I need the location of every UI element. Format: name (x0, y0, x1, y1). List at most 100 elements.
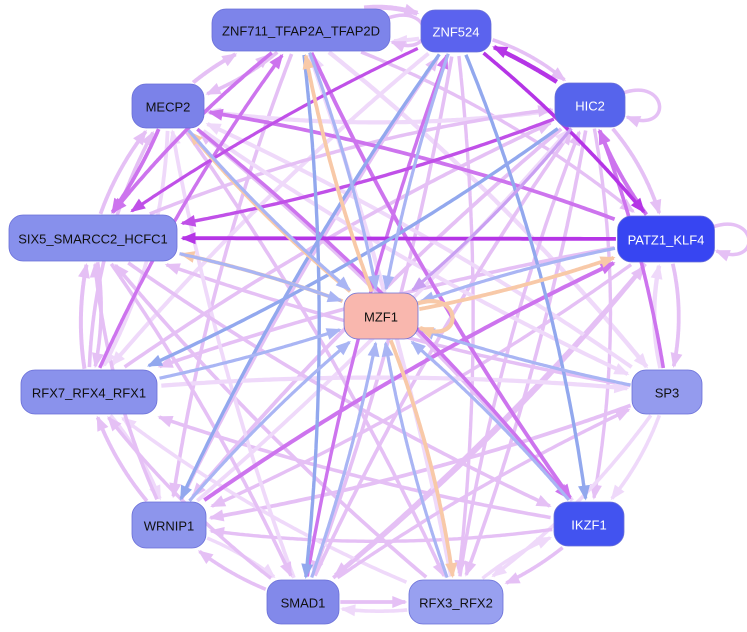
edge-IKZF1-to-RFX7_RFX4_RFX1 (157, 415, 551, 520)
edge-WRNIP1-to-MZF1 (188, 340, 351, 502)
node-box-IKZF1 (553, 501, 625, 547)
edge-RFX3_RFX2-to-SIX5_SMARCC2_HCFC1 (114, 263, 428, 579)
edge-PATZ1_KLF4-to-MECP2 (207, 108, 616, 221)
edge-ZNF711_TFAP2A_TFAP2D-to-MZF1 (308, 52, 380, 291)
node-label-RFX7_RFX4_RFX1: RFX7_RFX4_RFX1 (32, 386, 146, 401)
edge-SIX5_SMARCC2_HCFC1-to-SMAD1 (109, 262, 293, 578)
edge-ZNF524-to-WRNIP1 (179, 53, 441, 501)
node-label-ZNF711_TFAP2A_TFAP2D: ZNF711_TFAP2A_TFAP2D (222, 24, 380, 39)
edge-WRNIP1-to-ZNF524 (179, 55, 440, 500)
edge-HIC2-to-MZF1 (411, 127, 573, 292)
edge-SMAD1-to-MECP2 (168, 129, 296, 579)
edge-MZF1-to-ZNF711_TFAP2A_TFAP2D (302, 53, 374, 293)
edge-ZNF711_TFAP2A_TFAP2D-to-IKZF1 (309, 51, 572, 500)
node-label-MECP2: MECP2 (146, 100, 191, 115)
node-ZNF711_TFAP2A_TFAP2D: ZNF711_TFAP2A_TFAP2D (211, 8, 391, 52)
edge-SP3-to-WRNIP1 (208, 403, 632, 522)
node-box-SIX5_SMARCC2_HCFC1 (8, 214, 178, 262)
self-loop-PATZ1_KLF4 (711, 222, 747, 262)
edge-ZNF524-to-MZF1 (382, 53, 450, 291)
node-box-ZNF711_TFAP2A_TFAP2D (211, 8, 391, 52)
edge-HIC2-to-IKZF1 (590, 128, 613, 500)
edge-HIC2-to-RFX3_RFX2 (464, 130, 588, 577)
node-PATZ1_KLF4: PATZ1_KLF4 (617, 215, 715, 263)
edge-SP3-to-MECP2 (205, 122, 633, 369)
edge-MECP2-to-MZF1 (187, 129, 351, 292)
node-MECP2: MECP2 (131, 83, 205, 129)
node-label-RFX3_RFX2: RFX3_RFX2 (419, 596, 493, 611)
edge-ZNF711_TFAP2A_TFAP2D-to-PATZ1_KLF4 (360, 50, 635, 213)
node-label-SP3: SP3 (655, 386, 680, 401)
edge-MECP2-to-SP3 (202, 129, 630, 376)
edge-RFX7_RFX4_RFX1-to-MZF1 (159, 328, 342, 380)
edge-MECP2-to-ZNF711_TFAP2A_TFAP2D (191, 52, 238, 85)
edge-ZNF524-to-ZNF711_TFAP2A_TFAP2D (391, 35, 420, 47)
edge-PATZ1_KLF4-to-MZF1 (419, 246, 616, 303)
edge-IKZF1-to-MZF1 (410, 340, 571, 501)
node-label-WRNIP1: WRNIP1 (144, 519, 195, 534)
edge-ZNF524-to-IKZF1 (464, 54, 590, 501)
node-box-SMAD1 (266, 579, 340, 625)
edge-ZNF524-to-PATZ1_KLF4 (482, 51, 646, 214)
edge-PATZ1_KLF4-to-WRNIP1 (210, 263, 633, 508)
edge-PATZ1_KLF4-to-SP3 (670, 263, 683, 369)
node-label-PATZ1_KLF4: PATZ1_KLF4 (628, 233, 705, 248)
node-label-SMAD1: SMAD1 (281, 596, 326, 611)
edge-SIX5_SMARCC2_HCFC1-to-HIC2 (149, 105, 554, 216)
edge-SMAD1-to-SP3 (336, 408, 631, 580)
node-RFX7_RFX4_RFX1: RFX7_RFX4_RFX1 (20, 369, 158, 415)
edge-SMAD1-to-PATZ1_KLF4 (332, 265, 646, 580)
edge-HIC2-to-PATZ1_KLF4 (611, 127, 662, 215)
edge-RFX7_RFX4_RFX1-to-HIC2 (123, 121, 553, 369)
node-box-MZF1 (343, 292, 419, 340)
node-box-RFX7_RFX4_RFX1 (20, 369, 158, 415)
node-box-RFX3_RFX2 (408, 579, 504, 625)
edge-HIC2-to-SIX5_SMARCC2_HCFC1 (180, 117, 555, 227)
edge-RFX7_RFX4_RFX1-to-SIX5_SMARCC2_HCFC1 (78, 262, 90, 370)
edge-ZNF524-to-RFX7_RFX4_RFX1 (110, 51, 430, 367)
edge-SIX5_SMARCC2_HCFC1-to-MECP2 (98, 129, 148, 215)
edge-MZF1-to-PATZ1_KLF4 (418, 256, 616, 311)
self-loop-MZF1 (415, 299, 455, 339)
edge-WRNIP1-to-RFX7_RFX4_RFX1 (95, 415, 149, 503)
edge-MZF1-to-RFX3_RFX2 (389, 339, 458, 579)
edge-MECP2-to-RFX3_RFX2 (183, 128, 446, 578)
edge-RFX3_RFX2-to-HIC2 (458, 130, 581, 577)
edge-ZNF711_TFAP2A_TFAP2D-to-ZNF524 (363, 3, 420, 16)
edge-SP3-to-MZF1 (419, 328, 631, 387)
edge-HIC2-to-ZNF524 (492, 45, 558, 84)
node-label-IKZF1: IKZF1 (571, 518, 606, 533)
edge-ZNF524-to-RFX3_RFX2 (454, 55, 475, 576)
node-box-PATZ1_KLF4 (617, 215, 715, 263)
edges-layer (78, 3, 683, 617)
node-WRNIP1: WRNIP1 (131, 501, 207, 549)
edge-ZNF524-to-HIC2 (492, 38, 567, 82)
node-box-ZNF524 (420, 9, 492, 53)
edge-ZNF711_TFAP2A_TFAP2D-to-SP3 (327, 50, 649, 369)
node-box-HIC2 (554, 82, 626, 128)
edge-RFX3_RFX2-to-MZF1 (381, 341, 449, 579)
edge-ZNF524-to-SIX5_SMARCC2_HCFC1 (130, 46, 419, 213)
node-label-ZNF524: ZNF524 (433, 25, 480, 40)
self-loop-HIC2 (622, 88, 662, 128)
node-SMAD1: SMAD1 (266, 579, 340, 625)
edge-SP3-to-IKZF1 (610, 414, 662, 501)
node-box-SP3 (631, 369, 703, 415)
edge-SMAD1-to-MZF1 (310, 341, 380, 579)
node-SIX5_SMARCC2_HCFC1: SIX5_SMARCC2_HCFC1 (8, 214, 178, 262)
edge-SMAD1-to-WRNIP1 (197, 549, 267, 591)
node-IKZF1: IKZF1 (553, 501, 625, 547)
node-SP3: SP3 (631, 369, 703, 415)
node-ZNF524: ZNF524 (420, 9, 492, 53)
self-loops-layer (387, 13, 747, 339)
edge-IKZF1-to-RFX3_RFX2 (504, 546, 564, 585)
edge-SIX5_SMARCC2_HCFC1-to-MZF1 (179, 252, 343, 303)
edge-PATZ1_KLF4-to-SIX5_SMARCC2_HCFC1 (180, 232, 616, 245)
node-box-MECP2 (131, 83, 205, 129)
edge-ZNF711_TFAP2A_TFAP2D-to-SMAD1 (301, 54, 321, 579)
edge-IKZF1-to-WRNIP1 (209, 526, 553, 543)
node-MZF1: MZF1 (343, 292, 419, 340)
